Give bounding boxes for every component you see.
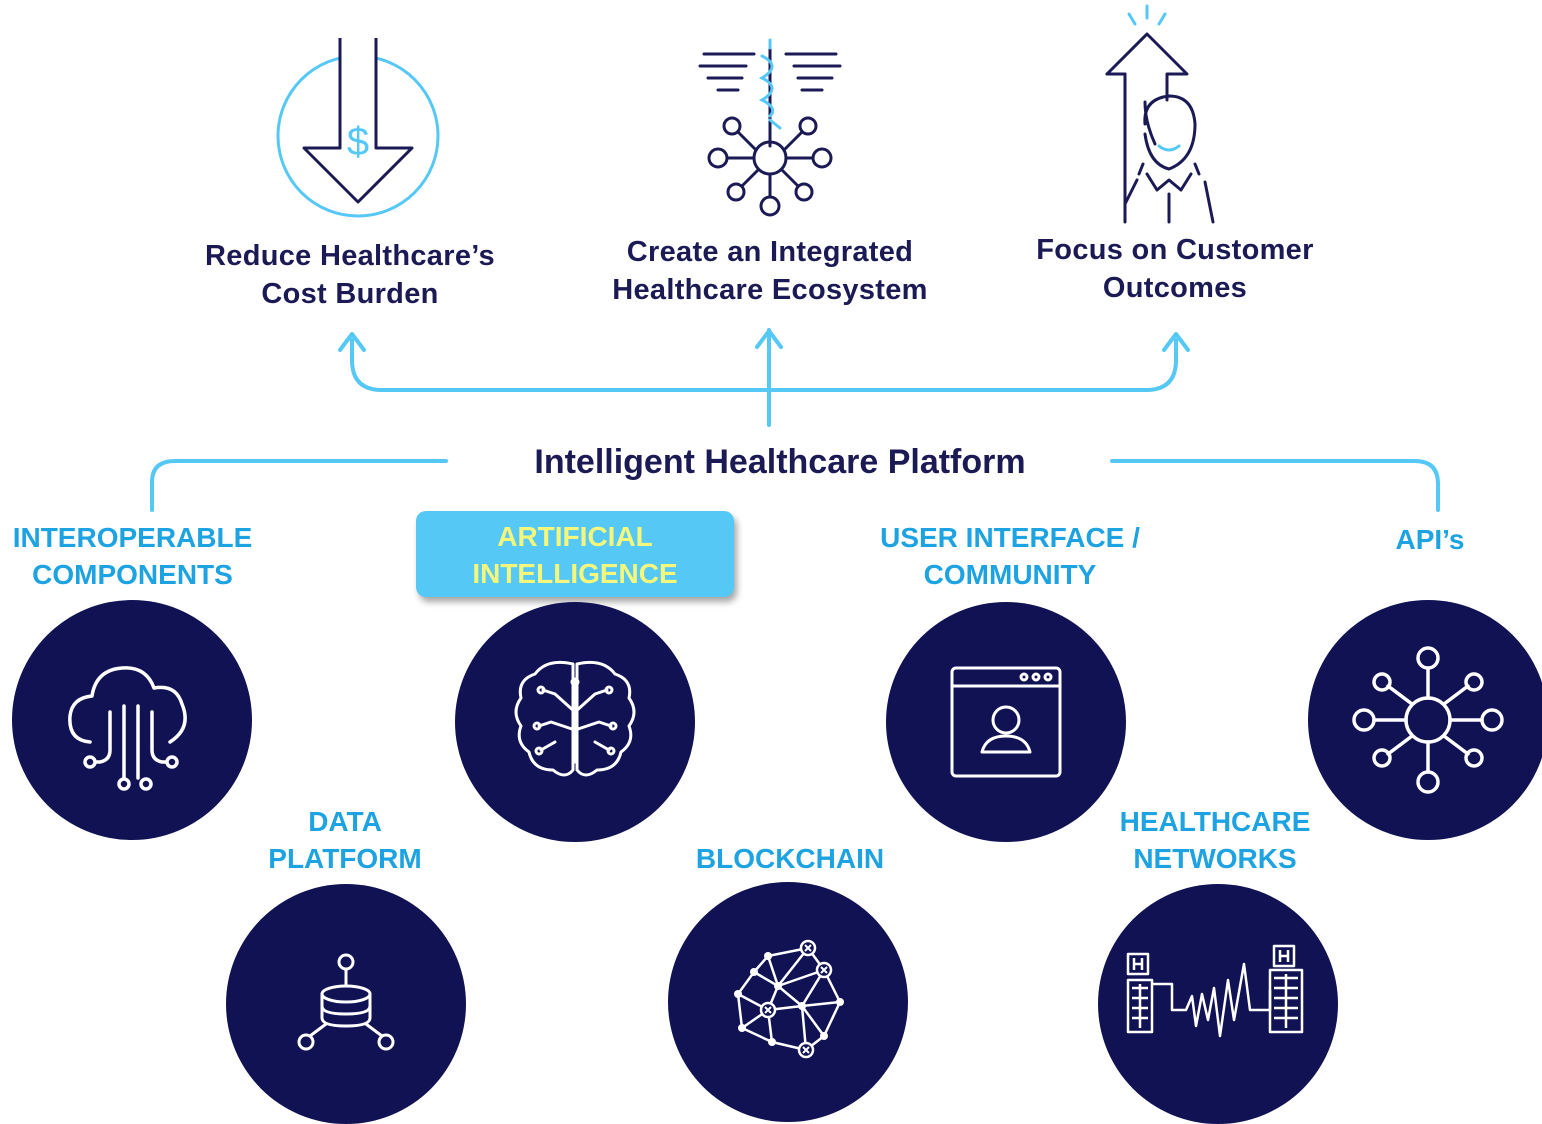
apis-circle — [1308, 600, 1542, 840]
interoperable-components-circle — [12, 600, 252, 840]
dollar-down-arrow-icon: $ — [276, 38, 440, 218]
artificial-intelligence-highlight — [416, 511, 734, 597]
interoperable-components-label: INTEROPERABLE COMPONENTS — [12, 522, 253, 590]
mesh-network-icon — [734, 939, 844, 1059]
user-interface-community-circle — [886, 602, 1126, 842]
person-up-arrow-icon — [1105, 4, 1215, 224]
caduceus-network-icon — [698, 38, 842, 217]
goal-integrated-ecosystem-label: Create an Integrated Healthcare Ecosyste… — [612, 236, 928, 306]
svg-text:$: $ — [347, 120, 369, 164]
cloud-circuit-icon — [68, 666, 187, 791]
brain-circuit-icon — [514, 660, 636, 777]
hospital-heartbeat-icon — [1126, 944, 1304, 1038]
data-platform-label: DATA PLATFORM — [268, 806, 422, 874]
apis-label: API’s — [1395, 524, 1465, 555]
blockchain-circle — [668, 882, 908, 1122]
goal-customer-outcomes-label: Focus on Customer Outcomes — [1036, 234, 1314, 304]
goal-reduce-cost-label: Reduce Healthcare’s Cost Burden — [205, 240, 495, 310]
blockchain-label: BLOCKCHAIN — [695, 843, 885, 874]
database-nodes-icon — [297, 953, 395, 1051]
platform-title: Intelligent Healthcare Platform — [534, 443, 1026, 481]
artificial-intelligence-circle — [455, 602, 695, 842]
hub-network-icon — [1352, 646, 1504, 794]
data-platform-circle — [226, 884, 466, 1124]
artificial-intelligence-label: ARTIFICIAL INTELLIGENCE — [472, 521, 678, 589]
healthcare-networks-circle — [1098, 884, 1338, 1124]
browser-user-icon — [950, 666, 1062, 778]
user-interface-community-label: USER INTERFACE / COMMUNITY — [880, 522, 1140, 590]
healthcare-networks-label: HEALTHCARE NETWORKS — [1119, 806, 1311, 874]
